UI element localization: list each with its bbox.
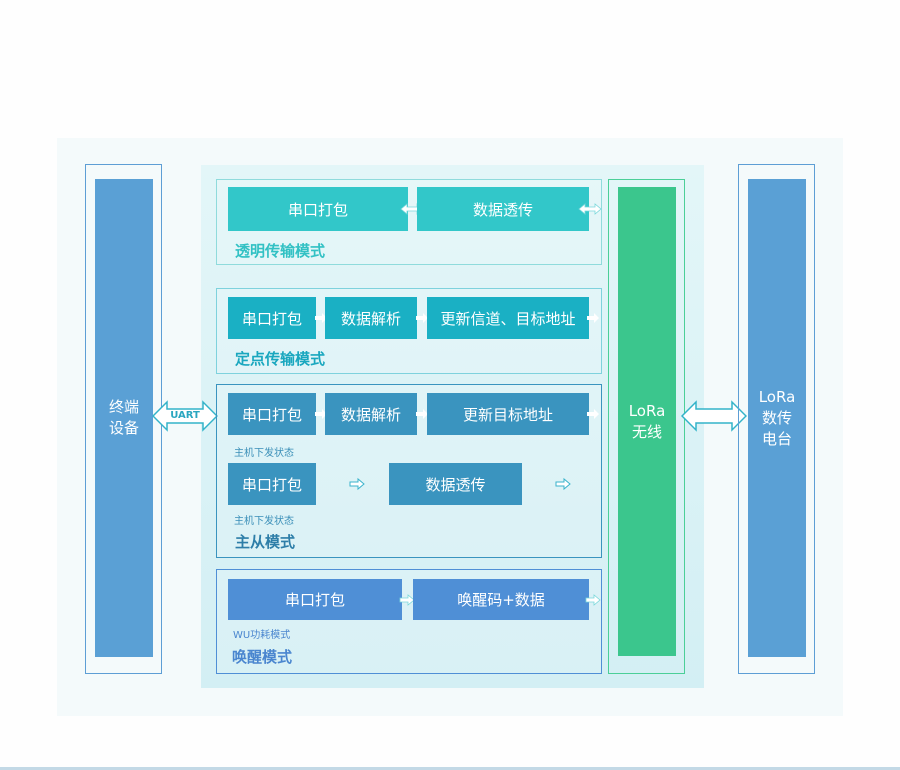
lora-radio-label-1: LoRa — [758, 387, 796, 406]
right-arrow-icon — [415, 311, 429, 325]
mode-master-slave-row2-box-1: 串口打包 — [228, 463, 316, 505]
outline-right-arrow-icon — [348, 477, 366, 491]
outline-right-arrow-icon — [554, 477, 572, 491]
lora-radio-frame — [738, 164, 815, 674]
lora-wireless-label-1: LoRa — [628, 401, 666, 420]
uart-double-arrow-icon — [152, 400, 218, 432]
mode-transparent-title: 透明传输模式 — [235, 242, 326, 260]
right-arrow-icon — [314, 311, 328, 325]
mode-wakeup-box-1: 串口打包 — [228, 579, 402, 620]
lora-wireless-frame — [608, 179, 685, 674]
mode-master-slave-row1-box-2: 数据解析 — [325, 393, 417, 435]
right-arrow-icon — [399, 593, 415, 607]
mode-wakeup-box-2: 唤醒码+数据 — [413, 579, 589, 620]
terminal-device-label-1: 终端 — [108, 398, 139, 416]
lora-radio-label-3: 电台 — [761, 429, 792, 448]
right-arrow-icon — [585, 593, 601, 607]
bottom-divider — [0, 767, 900, 770]
right-arrow-icon — [314, 407, 328, 421]
terminal-device-label-2: 设备 — [108, 419, 139, 437]
mode-fixed-point-title: 定点传输模式 — [235, 350, 326, 368]
lora-radio-bar: LoRa 数传 电台 — [748, 179, 806, 657]
mode-master-slave-row2-caption: 主机下发状态 — [234, 516, 294, 527]
lora-wireless-label-2: 无线 — [631, 422, 662, 441]
mode-master-slave-row1-box-3: 更新目标地址 — [427, 393, 589, 435]
wireless-double-arrow-icon — [681, 400, 747, 432]
mode-fixed-point-box-1: 串口打包 — [228, 297, 316, 339]
mode-master-slave-title: 主从模式 — [235, 533, 296, 551]
mode-transparent-box-2: 数据透传 — [417, 187, 589, 231]
mode-wakeup-title: 唤醒模式 — [232, 648, 293, 666]
right-arrow-icon — [415, 407, 429, 421]
mode-master-slave-row1-caption: 主机下发状态 — [234, 448, 294, 459]
mode-master-slave-row2-box-2: 数据透传 — [389, 463, 522, 505]
right-arrow-icon — [586, 407, 600, 421]
bidirectional-arrow-icon — [578, 202, 602, 216]
uart-label: UART — [170, 410, 200, 421]
mode-fixed-point-box-3: 更新信道、目标地址 — [427, 297, 589, 339]
mode-master-slave-row1-box-1: 串口打包 — [228, 393, 316, 435]
lora-wireless-bar: LoRa 无线 — [618, 187, 676, 656]
mode-wakeup-caption: WU功耗模式 — [233, 630, 291, 641]
mode-fixed-point-box-2: 数据解析 — [325, 297, 417, 339]
mode-transparent-box-1: 串口打包 — [228, 187, 408, 231]
right-arrow-icon — [586, 311, 600, 325]
terminal-device-bar: 终端 设备 — [95, 179, 153, 657]
lora-radio-label-2: 数传 — [761, 408, 792, 427]
